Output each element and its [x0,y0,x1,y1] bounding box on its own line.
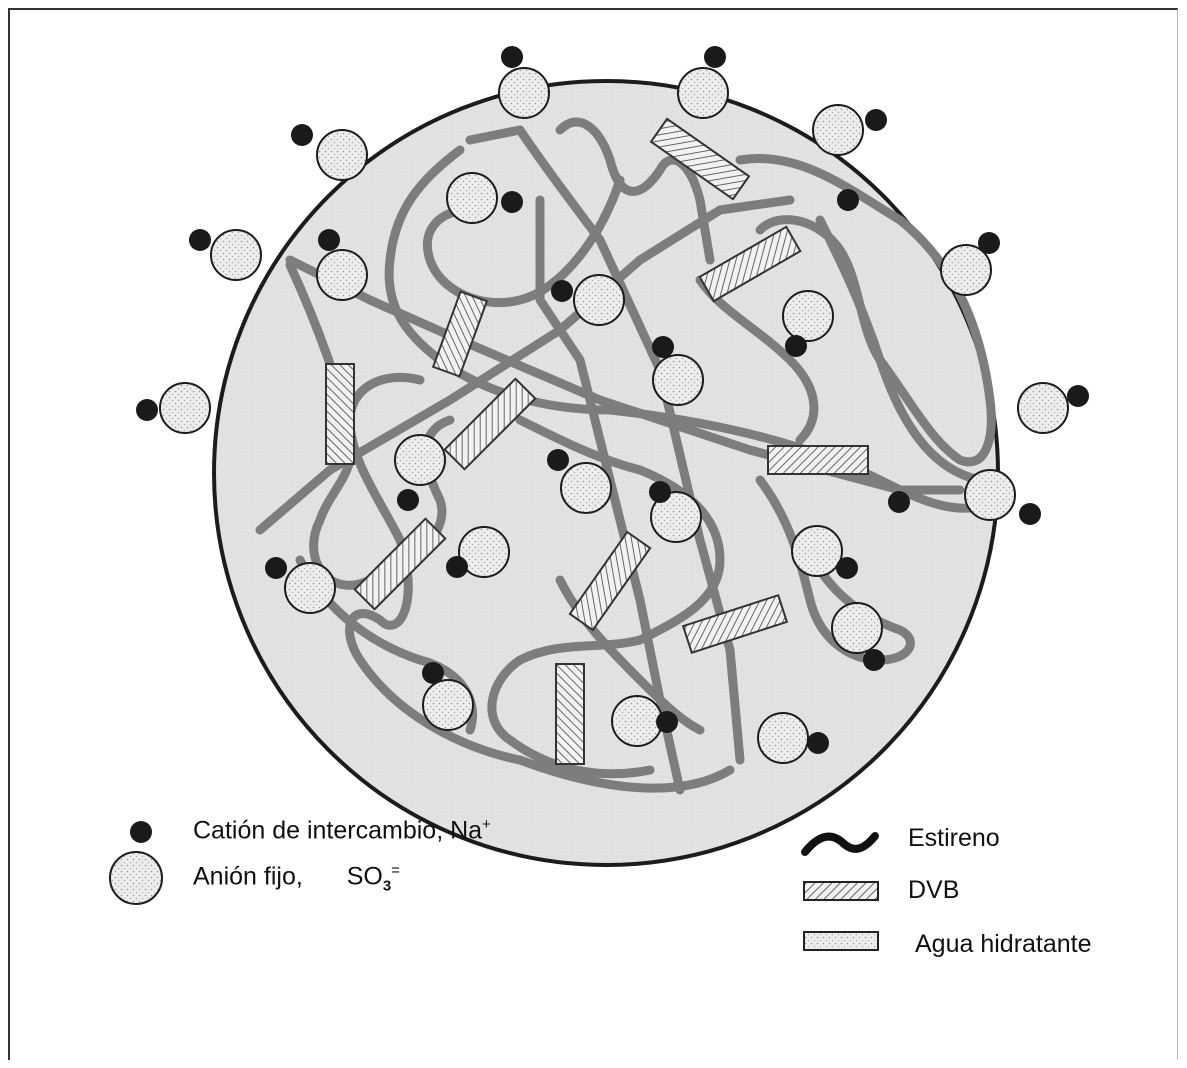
anion-label-text: Anión fijo, [193,862,303,890]
legend-styrene-label: Estireno [908,824,1000,853]
dvb-block [556,664,584,764]
anion-subscript: 3 [383,877,391,894]
anion-charge: = [391,862,400,879]
dvb-block [326,364,354,464]
legend-anion-label: Anión fijo, SO3= [193,862,400,894]
anion-formula: SO [347,862,383,890]
ion-pair [941,232,1000,295]
cation-label-text: Catión de intercambio, Na [193,816,482,844]
legend-cation-symbol [130,821,152,843]
legend-anion-symbol [110,852,162,904]
ion-pair [291,124,367,180]
legend-dvb-label: DVB [908,876,959,905]
legend-water-symbol [804,932,878,950]
legend-cation-label: Catión de intercambio, Na+ [193,816,491,845]
dvb-block [768,446,868,474]
legend-dvb-symbol [804,882,878,900]
ion-pair [678,46,728,118]
ion-pair [813,105,887,155]
ion-pair [189,229,261,280]
ion-pair [499,46,549,118]
ion-pair [1018,383,1089,433]
ion-pair [837,189,859,211]
cation-charge: + [482,816,491,833]
legend-water-label: Agua hidratante [915,930,1092,959]
ion-pair [136,383,210,433]
legend-styrene-symbol [805,836,875,852]
